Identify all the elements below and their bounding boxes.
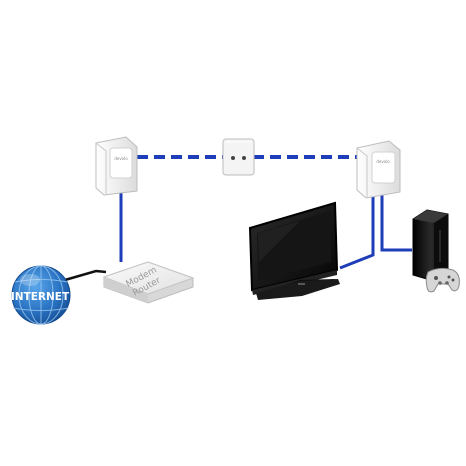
powerline-adapter-left: devolo <box>95 136 138 196</box>
svg-text:devolo: devolo <box>114 156 128 161</box>
tv-icon <box>248 201 340 300</box>
cable-globe-to-router <box>57 269 107 284</box>
router-icon <box>102 261 195 304</box>
gamepad-icon <box>425 267 460 293</box>
cable-adapter-to-tv <box>339 194 375 270</box>
cable-adapter-to-console <box>380 194 412 252</box>
internet-label: INTERNET <box>11 291 70 303</box>
powerline-adapter-right: devolo <box>356 140 401 199</box>
svg-text:devolo: devolo <box>376 159 390 164</box>
game-console-icon <box>412 209 449 281</box>
network-cables <box>119 190 412 270</box>
wall-socket-icon <box>222 138 255 176</box>
globe-icon <box>11 265 71 325</box>
